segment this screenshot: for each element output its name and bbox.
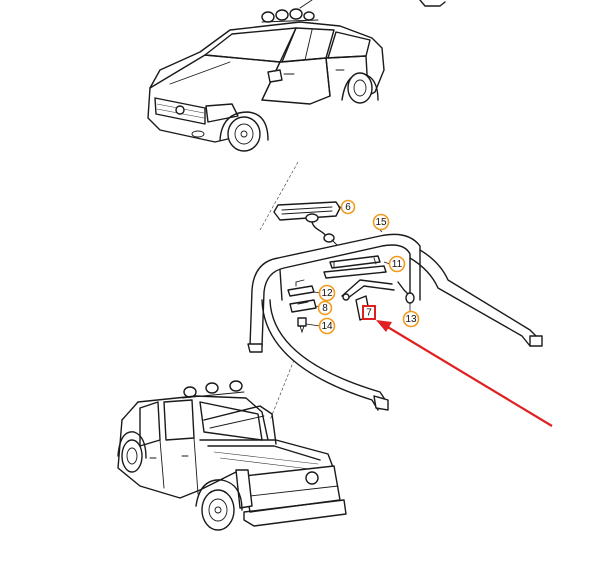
plug: [323, 233, 335, 243]
part-fragment: [419, 0, 446, 7]
callout-11: 11: [388, 255, 406, 273]
side-mirror: [267, 69, 283, 83]
roll-bar-installed: [203, 405, 277, 445]
bed-rail: [199, 439, 335, 471]
bolt-13: [405, 292, 415, 304]
vehicle-front-view: [147, 0, 446, 152]
part-12-clip: [287, 279, 315, 297]
rear-wheel-bottom: [195, 479, 243, 531]
side-window: [281, 27, 335, 63]
highlight-callout-7: 7: [362, 305, 376, 320]
rear-wheel: [341, 72, 379, 104]
roof-lights-rear: [181, 380, 245, 399]
callout-label: 11: [392, 259, 403, 270]
callout-label: 8: [322, 303, 328, 314]
callout-15: 15: [372, 213, 390, 231]
hood: [149, 54, 281, 101]
callout-12: 12: [318, 284, 336, 302]
callout-14: 14: [318, 317, 336, 335]
vehicle-rear-view: [117, 380, 347, 531]
callout-8: 8: [317, 300, 333, 316]
vehicle-body-top: [149, 21, 385, 101]
cab-roof: [121, 395, 269, 441]
callout-13: 13: [402, 310, 420, 328]
fog-lamp: [191, 130, 205, 138]
cab-window-rear: [163, 399, 195, 441]
callout-label: 6: [345, 202, 351, 213]
headlight: [205, 103, 239, 123]
roll-bar: [247, 233, 543, 411]
grille: [154, 97, 206, 125]
third-brake-light: [273, 201, 341, 246]
brand-emblem: [175, 105, 185, 115]
highlight-label: 7: [366, 308, 372, 319]
callout-label: 14: [321, 321, 333, 332]
callout-label: 12: [321, 288, 333, 299]
part-11-bracket: [323, 255, 387, 279]
front-bumper: [147, 87, 233, 143]
rear-emblem: [305, 471, 319, 485]
front-wheel: [219, 111, 269, 152]
body-side: [117, 419, 237, 499]
callout-label: 15: [375, 217, 387, 228]
connector: [305, 213, 319, 223]
part-14-screw: [297, 317, 307, 334]
callout-6: 6: [340, 199, 356, 215]
rear-bumper: [243, 499, 347, 527]
front-wheel-bottom: [117, 431, 147, 473]
tail-light: [235, 469, 253, 509]
red-arrow: [376, 320, 553, 427]
part-13-arm: [341, 279, 415, 304]
tailgate: [243, 465, 341, 513]
roof-lights: [261, 0, 319, 23]
part-8-bracket: [289, 299, 317, 313]
callout-label: 13: [405, 314, 417, 325]
rear-door: [325, 55, 369, 97]
rear-side-window: [327, 31, 371, 59]
